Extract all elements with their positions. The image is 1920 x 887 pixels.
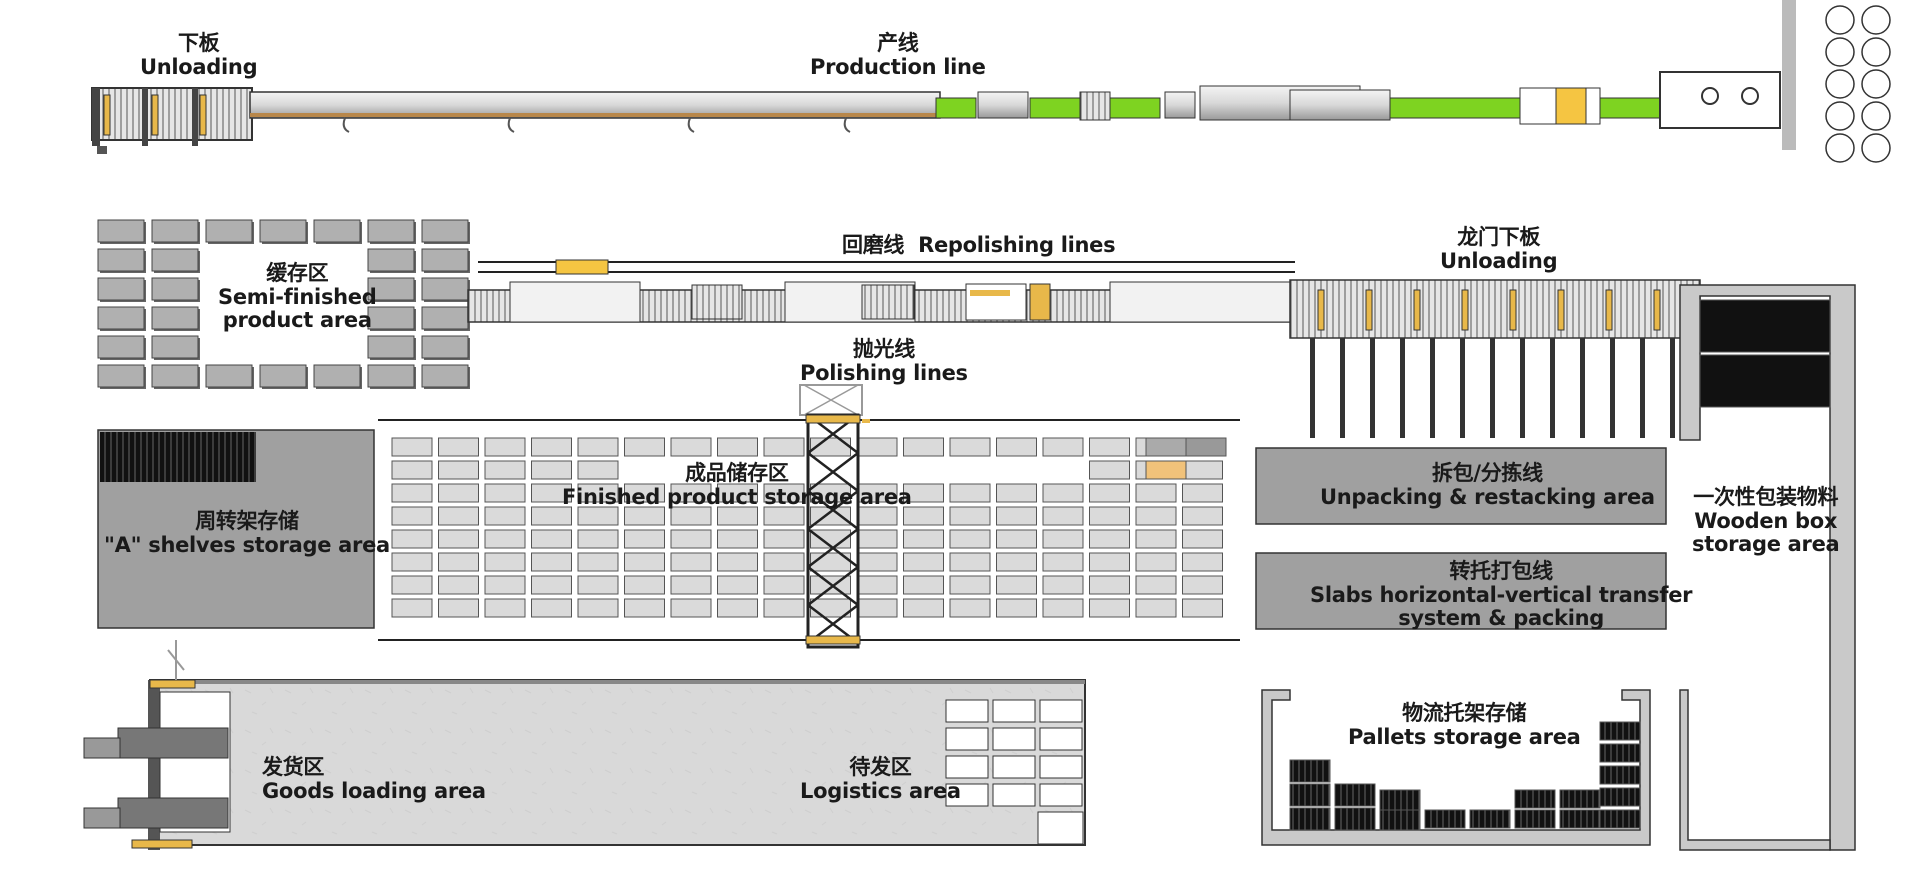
buffer-block <box>421 277 469 301</box>
buffer-block <box>97 364 145 388</box>
goods-loading-label: 发货区 Goods loading area <box>262 755 486 803</box>
logistics-area-label: 待发区 Logistics area <box>800 755 961 803</box>
polishing-lines-label: 抛光线 Polishing lines <box>800 337 968 385</box>
gantry-unloading-graphic <box>1289 279 1701 438</box>
unpacking-area-label: 拆包/分拣线 Unpacking & restacking area <box>1320 461 1655 509</box>
buffer-block <box>151 306 199 330</box>
buffer-block <box>97 335 145 359</box>
buffer-block <box>367 277 415 301</box>
logistics-slots <box>945 699 1083 807</box>
buffer-block <box>421 364 469 388</box>
buffer-block <box>421 248 469 272</box>
transfer-packing-area-box <box>1255 552 1667 630</box>
buffer-block <box>367 219 415 243</box>
semi-finished-blocks <box>97 219 470 389</box>
buffer-block <box>97 306 145 330</box>
buffer-block <box>205 364 253 388</box>
semi-finished-area-label: 缓存区 Semi-finished product area <box>218 261 377 333</box>
buffer-block <box>151 364 199 388</box>
fan-reels <box>1782 0 1891 163</box>
goods-loading-area-graphic <box>83 640 1086 850</box>
buffer-block <box>151 219 199 243</box>
buffer-block <box>151 248 199 272</box>
buffer-block <box>97 277 145 301</box>
buffer-block <box>367 248 415 272</box>
buffer-block <box>313 364 361 388</box>
production-line-label: 产线 Production line <box>810 31 986 79</box>
buffer-block <box>367 335 415 359</box>
buffer-block <box>151 277 199 301</box>
wooden-box-label: 一次性包装物料 Wooden box storage area <box>1692 485 1840 557</box>
finished-storage-label: 成品储存区 Finished product storage area <box>562 461 912 509</box>
buffer-block <box>313 219 361 243</box>
production-line-graphic <box>91 0 1891 163</box>
pallets-storage-label: 物流托架存储 Pallets storage area <box>1348 701 1581 749</box>
buffer-block <box>97 248 145 272</box>
unpacking-area-box <box>1255 447 1667 525</box>
buffer-block <box>259 364 307 388</box>
gantry-unloading-label: 龙门下板 Unloading <box>1440 225 1558 273</box>
buffer-block <box>151 335 199 359</box>
pallets-area-graphic <box>1261 689 1651 846</box>
buffer-block <box>97 219 145 243</box>
buffer-block <box>421 219 469 243</box>
buffer-block <box>367 306 415 330</box>
stacker-crane <box>799 384 870 649</box>
wooden-box-area-graphic <box>1679 284 1856 851</box>
top-unloading-label: 下板 Unloading <box>140 31 258 79</box>
transfer-packing-label: 转托打包线 Slabs horizontal-vertical transfer… <box>1310 559 1693 631</box>
top-unloading-station <box>91 87 253 154</box>
buffer-block <box>421 335 469 359</box>
a-shelves-area-graphic <box>97 429 375 629</box>
buffer-block <box>259 219 307 243</box>
buffer-block <box>367 364 415 388</box>
buffer-block <box>421 306 469 330</box>
polishing-line-graphic <box>467 259 1299 323</box>
a-shelves-label: 周转架存储 "A" shelves storage area <box>104 509 390 557</box>
buffer-block <box>205 219 253 243</box>
